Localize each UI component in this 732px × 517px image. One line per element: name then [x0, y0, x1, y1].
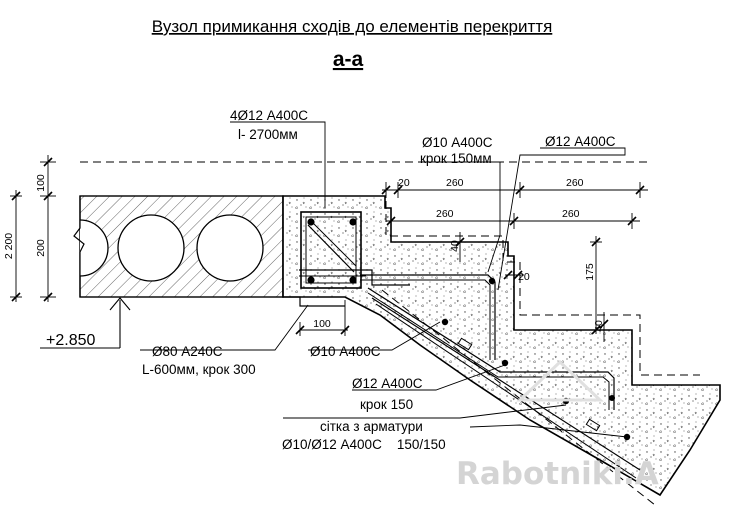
dim-175: 175	[584, 263, 596, 281]
dim-2200: 2 200	[3, 233, 15, 259]
label-bar12-low: Ø12 А400С	[352, 376, 423, 391]
slab-void-partial	[79, 219, 109, 277]
beam-rebar-bars	[307, 218, 357, 284]
dim-40-b: 40	[593, 320, 605, 332]
dim-200: 200	[35, 239, 47, 257]
dim-260-c: 260	[436, 208, 454, 220]
stair-rebar	[360, 274, 641, 479]
dim-260-b: 260	[566, 177, 584, 189]
drawing-title: Вузол примикання сходів до елементів пер…	[152, 17, 553, 36]
label-bar12-top: Ø12 А400С	[545, 134, 616, 149]
label-top-bars-length: l- 2700мм	[238, 127, 298, 142]
slab-void-1	[117, 214, 185, 282]
dim-100-top: 100	[35, 174, 47, 192]
label-bar10-mid: Ø10 А400С	[310, 344, 381, 359]
hollow-core-slab	[73, 195, 284, 298]
label-stirrup-step: крок 150мм	[420, 151, 492, 166]
label-bar12-low-step: крок 150	[360, 397, 413, 412]
slab-break-line	[73, 196, 85, 297]
label-mesh: сітка з арматури	[320, 419, 423, 434]
stair-flight-concrete	[282, 195, 721, 497]
watermark-text: Rabotniki.A	[456, 456, 659, 492]
beam-rebar-cage	[299, 211, 410, 289]
level-mark	[40, 297, 131, 349]
dim-40-a: 40	[449, 240, 461, 252]
leader-lines	[140, 121, 628, 438]
level-mark-value: +2.850	[46, 332, 95, 349]
slab-void-2	[196, 214, 264, 282]
label-dowel-length: L-600мм, крок 300	[142, 362, 256, 377]
label-top-bars: 4Ø12 А400С	[230, 108, 308, 123]
dim-260-a: 260	[446, 177, 464, 189]
stirrup-outer	[300, 211, 362, 289]
label-mesh-spec: Ø10/Ø12 А400С 150/150	[282, 437, 446, 452]
dim-20-a: 20	[398, 177, 410, 189]
stirrup-inner	[305, 216, 357, 284]
label-stirrup: Ø10 А400С	[422, 135, 493, 150]
section-label: а-а	[333, 48, 364, 71]
landing-beam-outline	[282, 196, 345, 307]
dim-20-b: 20	[518, 271, 530, 283]
watermark: Rabotniki.A	[456, 359, 659, 492]
dim-260-d: 260	[562, 208, 580, 220]
dim-100-bottom: 100	[313, 318, 331, 330]
dimension-lines	[10, 155, 648, 342]
label-dowel: Ø80 А240С	[152, 344, 223, 359]
